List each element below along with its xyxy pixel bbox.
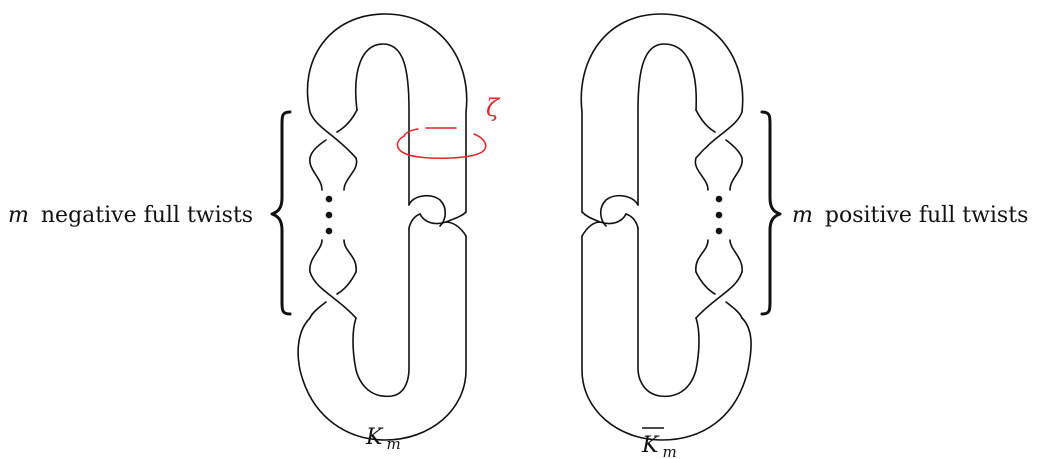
right-knot-name-sub: m	[662, 443, 676, 459]
left-knot-twist-strand-left	[309, 157, 323, 191]
right-knot-twist-strand-left-lower	[695, 239, 709, 273]
right-knot-clasp-under	[581, 211, 627, 225]
left-twist-variable: m	[8, 203, 29, 228]
right-twist-label: m positive full twists	[792, 203, 1028, 228]
left-twist-label: m negative full twists	[8, 203, 253, 228]
left-knot-name: K m	[365, 425, 401, 453]
left-knot-outer-bottom-arch	[297, 235, 467, 441]
left-knot-twist-strand-right-lower	[343, 239, 357, 273]
right-knot-twist-crossing-bottom	[695, 271, 743, 319]
right-knot-name: K m	[641, 433, 677, 459]
left-knot-inner-top-arch	[354, 43, 410, 206]
left-knot-twist-crossing-bottom	[309, 271, 357, 319]
right-knot-twist-strand-right-lower	[729, 239, 743, 273]
left-curly-brace	[270, 110, 292, 316]
left-knot-twist-crossing-top	[309, 109, 358, 159]
right-knot-inner-bottom-arch	[637, 227, 700, 398]
left-knot-twist-strand-left-lower	[309, 239, 323, 273]
right-knot-outer-bottom-arch	[581, 235, 752, 441]
right-knot-twist-crossing-top	[695, 109, 743, 159]
left-knot-clasp-return	[445, 221, 467, 237]
right-curly-brace	[760, 110, 782, 316]
left-knot-twist-strand-right	[343, 157, 358, 191]
right-knot-dot-3	[715, 227, 723, 235]
left-knot-k-m	[297, 13, 468, 441]
right-knot-clasp-return	[581, 221, 601, 237]
meridian-ellipse-front	[396, 133, 487, 160]
right-knot-inner-top-arch	[637, 43, 698, 206]
meridian-ellipse-left-cap	[403, 128, 419, 137]
left-knot-name-sub: m	[386, 435, 400, 453]
right-knot-clasp-inner-return	[625, 213, 639, 229]
right-knot-clasp-loop	[599, 194, 639, 227]
right-knot-twist-strand-left	[694, 157, 709, 191]
left-knot-clasp-inner-return	[408, 213, 421, 229]
left-knot-dot-1	[325, 195, 333, 203]
left-knot-name-main: K	[365, 425, 384, 450]
right-knot-dot-1	[715, 195, 723, 203]
right-twist-text: positive full twists	[825, 203, 1028, 228]
left-twist-text: negative full twists	[41, 203, 253, 228]
right-knot-ellipsis-dots	[715, 195, 723, 235]
left-knot-outer-top-arch	[306, 13, 468, 213]
right-knot-outer-top-arch	[580, 13, 744, 213]
left-knot-clasp-loop	[408, 194, 447, 227]
meridian-label-zeta: ζ	[486, 94, 501, 122]
left-knot-dot-2	[325, 211, 333, 219]
right-knot-k-m-bar	[580, 13, 752, 441]
right-knot-twist-strand-right	[729, 157, 743, 191]
left-knot-inner-bottom-arch	[352, 227, 410, 398]
right-knot-name-main: K	[641, 433, 660, 458]
meridian-curve-zeta	[396, 127, 487, 160]
left-knot-ellipsis-dots	[325, 195, 333, 235]
left-knot-dot-3	[325, 227, 333, 235]
right-knot-dot-2	[715, 211, 723, 219]
right-twist-variable: m	[792, 203, 813, 228]
